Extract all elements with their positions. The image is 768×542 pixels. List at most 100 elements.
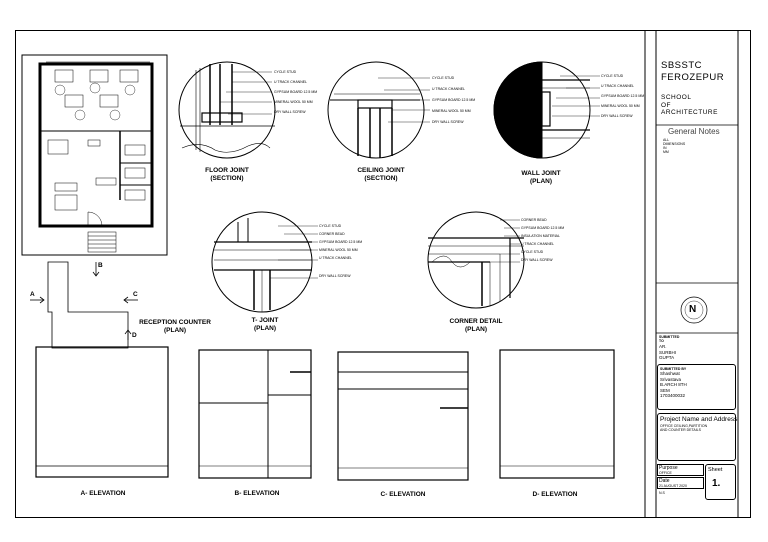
floor-callouts: CYCLE STUD U TRACK CHANNEL GYPSUM BOARD …: [274, 70, 317, 120]
corner-detail-title-line2: (PLAN): [464, 326, 488, 333]
reception-counter-title: RECEPTION COUNTER (PLAN): [130, 319, 220, 335]
tjoint-callout-4: MINERAL WOOL 50 MM: [319, 248, 358, 252]
floor-callout-4: MINERAL WOOL 50 MM: [274, 100, 313, 104]
tjoint-callout-5: U TRACK CHANNEL: [319, 256, 352, 260]
corner-callout-3: INSULATION MATERIAL: [521, 234, 560, 238]
corner-callouts: CORNER BEAD GYPSUM BOARD 12.5 MM INSULAT…: [521, 218, 564, 266]
marker-c: C: [133, 291, 138, 298]
submitted-to-label: SUBMITTED TO: [659, 335, 679, 343]
a-elevation-label: A- ELEVATION: [80, 490, 126, 497]
general-notes-text: ALL DIMENSIONS IN MM: [663, 138, 685, 154]
wall-joint-detail: [493, 61, 600, 159]
t-joint-title-line1: T- JOINT: [251, 317, 279, 324]
b-elevation-label: B- ELEVATION: [234, 490, 280, 497]
scale-label: N.S: [659, 491, 665, 495]
floor-joint-title-line2: (SECTION): [210, 175, 244, 182]
reception-counter-plan: [30, 261, 138, 349]
wall-callout-5: DRY WALL SCREW: [601, 114, 633, 118]
marker-a: A: [30, 291, 35, 298]
floor-callout-1: CYCLE STUD: [274, 70, 297, 74]
corner-detail-title-line1: CORNER DETAIL: [449, 318, 503, 325]
wall-callout-3: GYPSUM BOARD 12.5 MM: [601, 94, 645, 98]
ceiling-callout-1: CYCLE STUD: [432, 76, 455, 80]
wall-callout-4: MINERAL WOOL 50 MM: [601, 104, 640, 108]
tjoint-callout-3: GYPSUM BOARD 12.5 MM: [319, 240, 363, 244]
ceiling-joint-detail: [327, 61, 430, 159]
submitted-to-name-1: AR.: [659, 344, 667, 349]
ceiling-callout-4: MINERAL WOOL 50 MM: [432, 109, 471, 113]
submitted-to-names: AR. SURBHI GUPTA: [659, 344, 676, 361]
submitted-by-box: SUBMITTED BY Shashwat Srivastava B.ARCH …: [657, 364, 736, 410]
d-elevation-label: D- ELEVATION: [532, 491, 578, 498]
ceiling-callout-3: GYPSUM BOARD 12.5 MM: [432, 98, 476, 102]
corner-callout-2: GYPSUM BOARD 12.5 MM: [521, 226, 565, 230]
reception-counter-title-line2: (PLAN): [163, 327, 187, 334]
north-symbol: N: [689, 304, 697, 315]
submitted-by-line4: SEM: [660, 387, 670, 393]
corner-detail: [427, 211, 525, 309]
notes-line2: DIMENSIONS: [663, 142, 686, 146]
wall-callout-1: CYCLE STUD: [601, 74, 624, 78]
sheet-box: Sheet 1.: [705, 464, 736, 500]
c-elevation: [337, 351, 469, 481]
wall-callout-2: U TRACK CHANNEL: [601, 84, 634, 88]
sheet-label: Sheet: [708, 467, 723, 473]
a-elevation: [35, 346, 169, 478]
school-line2: OF: [661, 101, 672, 109]
wall-joint-title-line2: (PLAN): [529, 178, 553, 185]
notes-line1: ALL: [663, 138, 670, 142]
t-joint-title: T- JOINT (PLAN): [230, 317, 300, 333]
general-notes-title: General Notes: [668, 127, 720, 136]
corner-callout-1: CORNER BEAD: [521, 218, 547, 222]
floor-callout-5: DRY WALL SCREW: [274, 110, 306, 114]
sheet-value: 1.: [712, 478, 721, 489]
ceiling-joint-title-line2: (SECTION): [364, 175, 398, 182]
t-joint-title-line2: (PLAN): [253, 325, 277, 332]
b-elevation: [198, 349, 312, 479]
floor-joint-title: FLOOR JOINT (SECTION): [192, 167, 262, 183]
school-name: SCHOOL OF ARCHITECTURE: [661, 94, 718, 117]
submitted-by-line1: Shashwat: [660, 371, 680, 376]
college-line2: FEROZEPUR: [661, 72, 725, 83]
submitted-to-name-3: GUPTA: [659, 355, 675, 360]
school-line3: ARCHITECTURE: [661, 109, 718, 116]
school-line1: SCHOOL: [661, 94, 692, 101]
marker-d: D: [132, 332, 137, 339]
date-value: 21 AUGUST 2020: [659, 484, 687, 488]
submitted-by-line5: 1703400032: [660, 393, 686, 398]
tjoint-callout-6: DRY WALL SCREW: [319, 274, 351, 278]
marker-b: B: [98, 262, 103, 269]
project-box: Project Name and Address OFFICE CEILING,…: [657, 413, 738, 461]
date-box: Date 21 AUGUST 2020: [657, 477, 704, 489]
title-block-frame: [644, 31, 739, 517]
floor-joint-title-line1: FLOOR JOINT: [205, 167, 249, 174]
project-line2: AND COUNTER DETAILS: [660, 428, 701, 432]
ceiling-callout-2: U TRACK CHANNEL: [432, 87, 465, 91]
purpose-label: Purpose: [659, 465, 678, 471]
project-label: Project Name and Address: [660, 416, 738, 423]
submitted-by-line3: B.ARCH 8TH: [660, 382, 687, 387]
submitted-to-label-1: SUBMITTED: [659, 335, 680, 339]
wall-callouts: CYCLE STUD U TRACK CHANNEL GYPSUM BOARD …: [601, 74, 644, 124]
notes-line4: MM: [663, 150, 669, 154]
purpose-box: Purpose OFFICE: [657, 464, 704, 476]
submitted-by-label: SUBMITTED BY: [660, 367, 687, 371]
project-line1: OFFICE CEILING,PARTITION: [660, 424, 708, 428]
t-joint-detail: [211, 211, 318, 313]
ceiling-joint-title-line1: CEILING JOINT: [357, 167, 405, 174]
purpose-value: OFFICE: [659, 471, 672, 475]
submitted-to-label-2: TO: [659, 339, 664, 343]
tjoint-callout-2: CORNER BEAD: [319, 232, 345, 236]
office-floor-plan: [21, 54, 168, 256]
date-label: Date: [659, 478, 670, 484]
wall-joint-title-line1: WALL JOINT: [521, 170, 561, 177]
ceiling-callout-5: DRY WALL SCREW: [432, 120, 464, 124]
college-name: SBSSTC FEROZEPUR: [661, 60, 724, 84]
corner-callout-5: CYCLE STUD: [521, 250, 544, 254]
reception-counter-title-line1: RECEPTION COUNTER: [139, 319, 211, 326]
corner-callout-4: U TRACK CHANNEL: [521, 242, 554, 246]
corner-detail-title: CORNER DETAIL (PLAN): [436, 318, 516, 334]
floor-callout-2: U TRACK CHANNEL: [274, 80, 307, 84]
d-elevation: [499, 349, 615, 479]
